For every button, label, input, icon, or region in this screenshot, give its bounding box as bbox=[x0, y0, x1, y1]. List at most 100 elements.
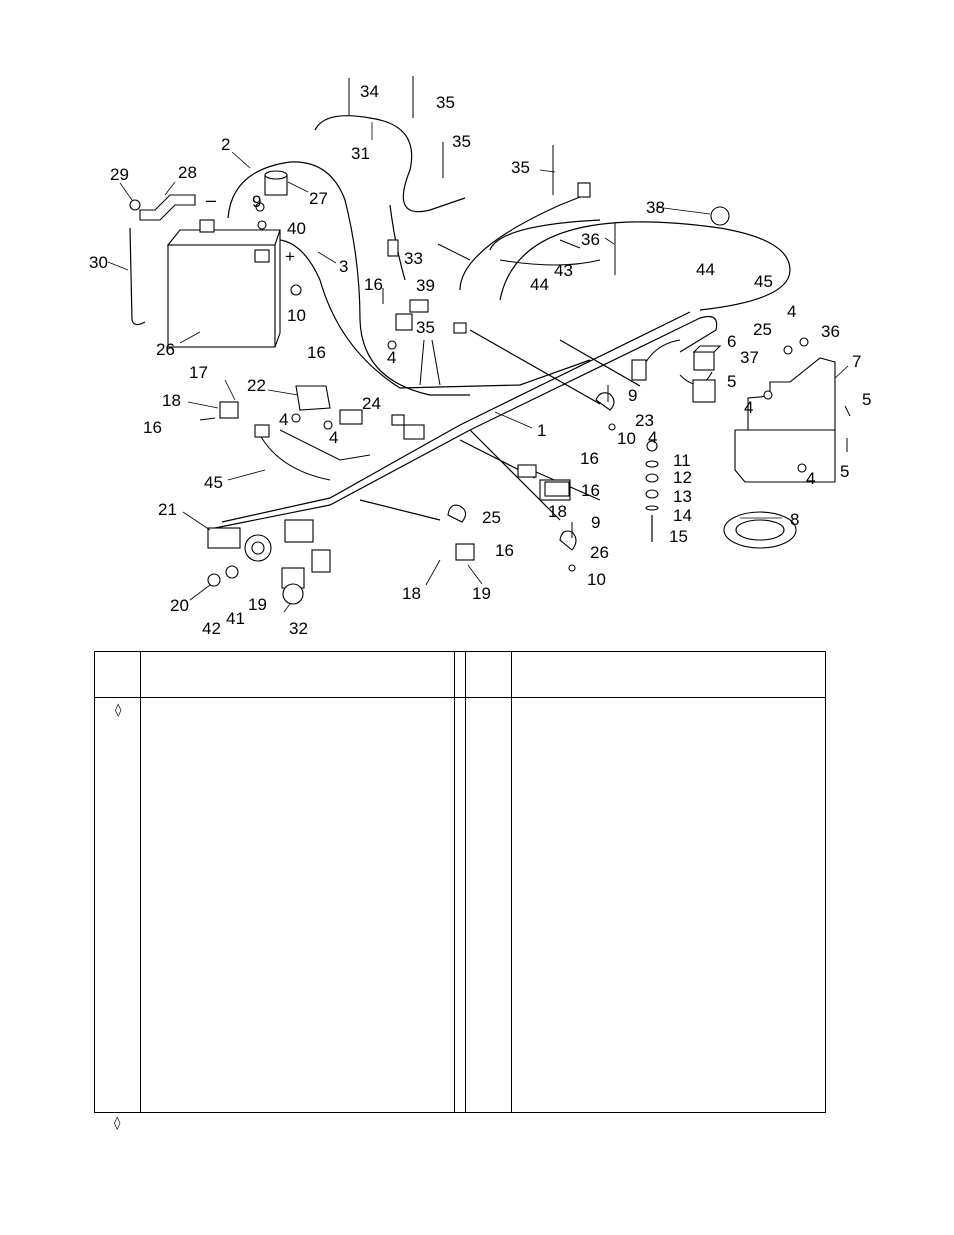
callout: 23 bbox=[635, 411, 654, 430]
callout: 35 bbox=[436, 93, 455, 112]
callout: 26 bbox=[590, 543, 609, 562]
callout: 27 bbox=[309, 189, 328, 208]
switch-bracket-19b bbox=[455, 543, 475, 561]
callout: 40 bbox=[287, 219, 306, 238]
cable-32 bbox=[314, 115, 466, 213]
row-marker: ◊ bbox=[115, 703, 122, 718]
callout: 18 bbox=[162, 391, 181, 410]
callout: 16 bbox=[581, 481, 600, 500]
fuse-holder bbox=[395, 313, 413, 331]
callout: 1 bbox=[537, 421, 546, 440]
callout: 18 bbox=[402, 584, 421, 603]
callout: 35 bbox=[416, 318, 435, 337]
hold-down-rod bbox=[129, 227, 146, 326]
callout: 14 bbox=[673, 506, 692, 525]
callout: 4 bbox=[648, 428, 657, 447]
callout: 24 bbox=[362, 394, 381, 413]
callout: 20 bbox=[170, 596, 189, 615]
cable-ties bbox=[348, 76, 616, 386]
battery-hold-bracket bbox=[139, 194, 196, 221]
callout: 9 bbox=[628, 386, 637, 405]
callout-labels: 1 2 3 4 4 4 4 4 4 4 5 5 5 6 7 8 9 9 9 10… bbox=[89, 82, 871, 638]
callout: 41 bbox=[226, 609, 245, 628]
callout: 38 bbox=[646, 198, 665, 217]
callout: 21 bbox=[158, 500, 177, 519]
callout: 32 bbox=[289, 619, 308, 638]
leader-lines bbox=[107, 122, 849, 613]
callout: 16 bbox=[364, 275, 383, 294]
callout: 35 bbox=[511, 158, 530, 177]
callout: 16 bbox=[580, 449, 599, 468]
hardware-stack bbox=[645, 440, 659, 542]
ignition-parts bbox=[207, 527, 305, 605]
callout: 4 bbox=[744, 398, 753, 417]
callout: 42 bbox=[202, 619, 221, 638]
callout: 4 bbox=[279, 410, 288, 429]
callout: 11 bbox=[673, 451, 691, 470]
table-column-divider bbox=[511, 652, 512, 1112]
switch-bracket-19a bbox=[219, 401, 239, 419]
callout: 9 bbox=[591, 513, 600, 532]
callout: 4 bbox=[806, 469, 815, 488]
callout: 16 bbox=[307, 343, 326, 362]
callout: 4 bbox=[387, 348, 396, 367]
callout: 30 bbox=[89, 253, 108, 272]
callout: 44 bbox=[530, 275, 549, 294]
callout: 25 bbox=[482, 508, 501, 527]
callout: 2 bbox=[221, 135, 230, 154]
clamp-26a bbox=[447, 504, 467, 523]
callout: 22 bbox=[247, 376, 266, 395]
callout: 35 bbox=[452, 132, 471, 151]
relay bbox=[692, 345, 722, 403]
callout: 3 bbox=[339, 257, 348, 276]
callout: 33 bbox=[404, 249, 423, 268]
wire-roll bbox=[723, 511, 797, 549]
callout: 16 bbox=[143, 418, 162, 437]
parts-list-table: ◊ bbox=[94, 651, 826, 1113]
clamp-24 bbox=[595, 392, 615, 411]
callout: 10 bbox=[617, 429, 636, 448]
callout: 16 bbox=[495, 541, 514, 560]
callout: 26 bbox=[156, 340, 175, 359]
callout: 45 bbox=[754, 272, 773, 291]
clamp-26b bbox=[559, 530, 577, 551]
starter-solenoid bbox=[264, 170, 288, 196]
callout: 10 bbox=[287, 306, 306, 325]
callout: 19 bbox=[472, 584, 491, 603]
callout: 9 bbox=[252, 192, 261, 211]
callout: 7 bbox=[852, 352, 861, 371]
callout: 17 bbox=[189, 363, 208, 382]
battery bbox=[166, 219, 281, 348]
grommet-39 bbox=[710, 206, 730, 226]
callout: 5 bbox=[727, 372, 736, 391]
callout: 44 bbox=[696, 260, 715, 279]
callout: 4 bbox=[329, 428, 338, 447]
callout: 5 bbox=[862, 390, 871, 409]
callout: 31 bbox=[351, 144, 370, 163]
wiring-harness-diagram: – + 1 2 3 4 4 4 4 4 4 4 5 5 5 6 7 8 9 9 … bbox=[89, 76, 871, 638]
table-column-divider bbox=[465, 652, 466, 1112]
callout: 37 bbox=[740, 348, 759, 367]
table-column-divider bbox=[454, 652, 455, 1112]
callout: 12 bbox=[673, 468, 692, 487]
table-column-divider bbox=[140, 652, 141, 1112]
callout: 29 bbox=[110, 165, 129, 184]
callout: 15 bbox=[669, 527, 688, 546]
callout: 4 bbox=[787, 302, 796, 321]
callout: 18 bbox=[548, 502, 567, 521]
fasteners bbox=[199, 202, 851, 572]
callout: 8 bbox=[790, 510, 799, 529]
callout: 45 bbox=[204, 473, 223, 492]
callout: 39 bbox=[416, 276, 435, 295]
callout: 5 bbox=[840, 462, 849, 481]
callout: 36 bbox=[821, 322, 840, 341]
callout: 25 bbox=[753, 320, 772, 339]
callout: 19 bbox=[248, 595, 267, 614]
callout: 43 bbox=[554, 261, 573, 280]
module-23 bbox=[295, 385, 331, 411]
callout: 36 bbox=[581, 230, 600, 249]
callout: 10 bbox=[587, 570, 606, 589]
battery-positive-label: + bbox=[285, 247, 295, 266]
battery-negative-cable bbox=[227, 161, 470, 396]
mounting-plate bbox=[734, 357, 836, 483]
